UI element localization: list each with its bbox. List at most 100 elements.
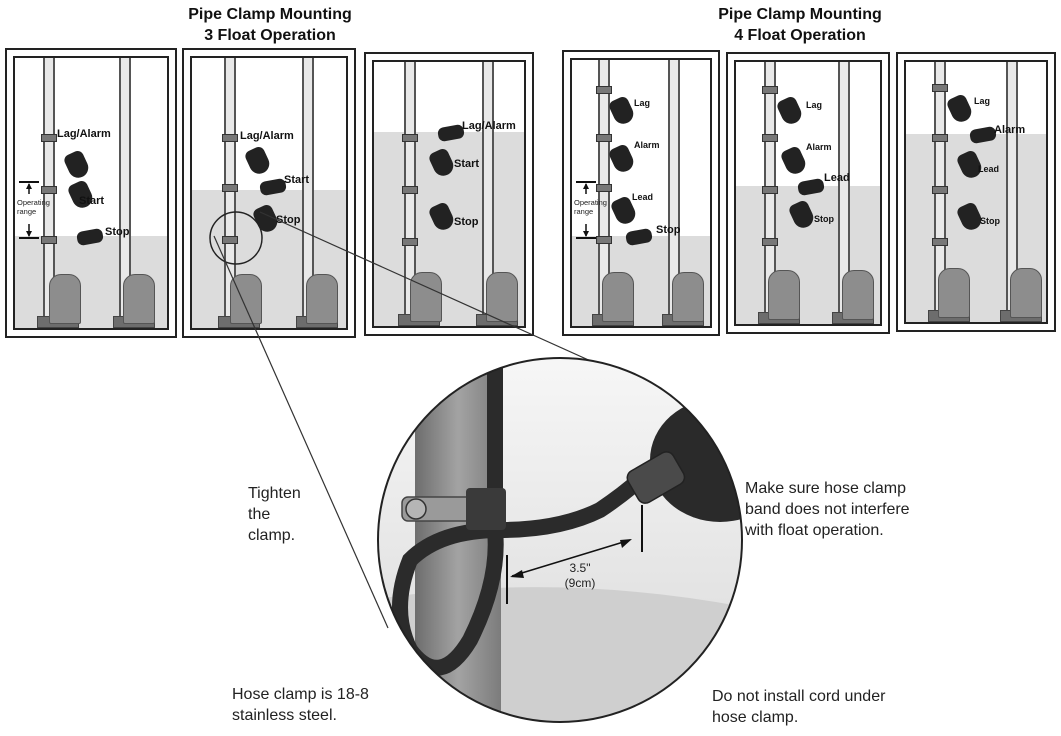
title-four-float-line1: Pipe Clamp Mounting <box>718 6 882 23</box>
pump <box>410 272 442 322</box>
discharge-pipe <box>668 60 680 326</box>
discharge-pipe <box>1006 62 1018 322</box>
pipe-clamp <box>41 186 57 194</box>
pipe-clamp <box>41 134 57 142</box>
operating-range-line2: range <box>574 207 594 216</box>
discharge-pipe <box>598 60 610 326</box>
pipe-clamp <box>932 186 948 194</box>
operating-range-label: Operating range <box>17 198 50 216</box>
pipe-clamp <box>222 236 238 244</box>
pipe-clamp <box>596 134 612 142</box>
three-float-panel-1: Lag/Alarm Start Stop Operating range <box>5 48 177 338</box>
float-label-start: Start <box>284 174 310 186</box>
float-label-lead: Lead <box>824 172 850 184</box>
three-float-panel-2: Lag/Alarm Start Stop <box>182 48 356 338</box>
callout-hose-clamp-line1: Hose clamp is 18-8 <box>232 686 369 703</box>
float-label-stop: Stop <box>454 216 479 228</box>
pipe-clamp <box>762 134 778 142</box>
dimension-inches: 3.5" <box>569 561 591 575</box>
pipe-clamp <box>762 186 778 194</box>
callout-do-not: Do not install cord under hose clamp. <box>712 686 885 728</box>
hose-clamp-screw <box>405 498 427 520</box>
float-label-start: Start <box>454 158 480 170</box>
detail-magnifier-circle <box>209 211 263 265</box>
pump <box>938 268 970 318</box>
three-float-panel-3: Lag/Alarm Start Stop <box>364 52 534 336</box>
float-label-lag: Lag <box>806 100 823 110</box>
dimension-label: 3.5" (9cm) <box>548 561 612 591</box>
callout-hose-clamp-line2: stainless steel. <box>232 707 337 724</box>
float-label-stop: Stop <box>980 216 1000 226</box>
float-label-lead: Lead <box>978 164 1000 174</box>
dimension-arrow-right <box>620 539 632 548</box>
callout-tighten-line1: Tighten <box>248 485 301 502</box>
float-label-alarm: Alarm <box>994 124 1026 136</box>
discharge-pipe <box>838 62 850 324</box>
float-label-start: Start <box>79 195 105 207</box>
float-label-alarm: Alarm <box>806 142 832 152</box>
pipe-clamp <box>402 186 418 194</box>
pipe-clamp <box>596 86 612 94</box>
pump <box>602 272 634 322</box>
float-label-lag-alarm: Lag/Alarm <box>462 120 516 132</box>
pump <box>123 274 155 324</box>
pump <box>49 274 81 324</box>
dimension-line <box>511 539 631 577</box>
float-label-lag-alarm: Lag/Alarm <box>240 130 294 142</box>
title-three-float-line1: Pipe Clamp Mounting <box>188 6 352 23</box>
four-float-panel-2: Lag Alarm Lead Stop <box>726 52 890 334</box>
float-label-stop: Stop <box>276 214 301 226</box>
discharge-pipe <box>119 58 131 328</box>
callout-hose-clamp: Hose clamp is 18-8 stainless steel. <box>232 684 369 726</box>
pump <box>842 270 874 320</box>
float-connector <box>626 451 686 504</box>
pipe-clamp <box>932 84 948 92</box>
float-label-stop: Stop <box>105 226 130 238</box>
callout-tighten-line3: clamp. <box>248 527 296 544</box>
operating-range-arrow <box>19 181 39 239</box>
pipe-clamp <box>932 134 948 142</box>
pipe-clamp <box>402 238 418 246</box>
float-body <box>650 398 742 522</box>
float-label-alarm: Alarm <box>634 140 660 150</box>
pipe-clamp <box>402 134 418 142</box>
title-four-float-line2: 4 Float Operation <box>734 27 866 44</box>
callout-tighten-line2: the <box>248 506 271 523</box>
pipe-clamp <box>762 86 778 94</box>
float-label-lag: Lag <box>634 98 651 108</box>
title-four-float: Pipe Clamp Mounting 4 Float Operation <box>680 4 920 46</box>
operating-range-label: Operating range <box>574 198 607 216</box>
pump <box>768 270 800 320</box>
float-label-lag: Lag <box>974 96 991 106</box>
pump <box>1010 268 1042 318</box>
four-float-panel-3: Lag Alarm Lead Stop <box>896 52 1056 332</box>
discharge-pipe <box>404 62 416 326</box>
float-label-stop: Stop <box>814 214 834 224</box>
pipe-clamp <box>596 184 612 192</box>
cord-retainer <box>466 488 506 530</box>
dimension-cm: (9cm) <box>564 576 596 590</box>
operating-range-line2: range <box>17 207 37 216</box>
pipe-clamp <box>932 238 948 246</box>
callout-make-sure-line2: band does not interfere <box>745 501 910 518</box>
pipe-clamp <box>762 238 778 246</box>
float-label-stop: Stop <box>656 224 681 236</box>
float-label-lag-alarm: Lag/Alarm <box>57 128 111 140</box>
four-float-panel-1: Lag Alarm Lead Stop Operating range <box>562 50 720 336</box>
title-three-float: Pipe Clamp Mounting 3 Float Operation <box>150 4 390 46</box>
callout-make-sure-line3: with float operation. <box>745 522 884 539</box>
discharge-pipe <box>224 58 236 328</box>
float-cord <box>392 358 658 676</box>
operating-range-line1: Operating <box>574 198 607 207</box>
discharge-pipe <box>302 58 314 328</box>
pump <box>486 272 518 322</box>
pipe-clamp <box>596 236 612 244</box>
operating-range-arrow <box>576 181 596 239</box>
pipe-clamp <box>222 184 238 192</box>
float-label-lead: Lead <box>632 192 654 202</box>
callout-make-sure: Make sure hose clamp band does not inter… <box>745 478 910 541</box>
callout-tighten: Tighten the clamp. <box>248 483 301 546</box>
detail-circle-border <box>377 357 743 723</box>
pump <box>230 274 262 324</box>
callout-make-sure-line1: Make sure hose clamp <box>745 480 906 497</box>
